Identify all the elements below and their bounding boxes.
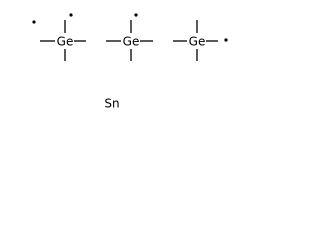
radical-dot [134, 13, 138, 17]
atom-label-ge: Ge [123, 35, 140, 49]
radical-dot [69, 13, 73, 17]
atom-label-sn: Sn [104, 97, 119, 111]
chemical-structure: Ge Ge Ge Sn [32, 13, 228, 111]
atom-label-ge: Ge [189, 35, 206, 49]
atom-label-ge: Ge [57, 35, 74, 49]
germanium-group-3: Ge [173, 20, 228, 61]
radical-dot [32, 20, 36, 24]
germanium-group-2: Ge [106, 13, 153, 61]
germanium-group-1: Ge [32, 13, 86, 61]
radical-dot [224, 38, 228, 42]
